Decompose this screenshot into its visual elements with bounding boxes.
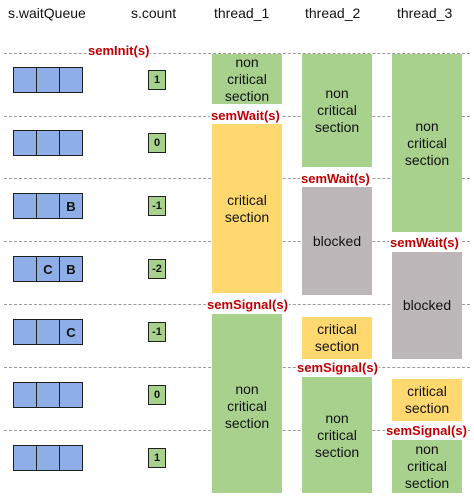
thread-2-sem-signal-label: semSignal(s) — [296, 360, 379, 376]
thread-3-header: thread_3 — [397, 5, 453, 21]
wait-queue-state — [13, 382, 83, 408]
block-label: non critical section — [314, 85, 360, 135]
sem-init-label: semInit(s) — [87, 43, 151, 59]
wait-queue-state — [13, 130, 83, 156]
queue-slot — [60, 383, 82, 407]
queue-slot — [14, 257, 37, 281]
block-label: non critical section — [224, 53, 270, 104]
queue-slot: C — [37, 257, 60, 281]
thread-2-blocked: blocked — [302, 187, 372, 295]
queue-slot — [60, 131, 82, 155]
wait-queue-state: C — [13, 319, 83, 345]
count-value: 0 — [148, 133, 166, 153]
queue-slot — [60, 68, 82, 92]
queue-slot — [14, 383, 37, 407]
timeline-divider — [4, 53, 470, 54]
queue-slot — [14, 68, 37, 92]
thread-3-noncritical-section-end: non critical section — [392, 440, 462, 493]
thread-3-blocked: blocked — [392, 252, 462, 359]
thread-3-sem-signal-label: semSignal(s) — [385, 423, 468, 439]
block-label: non critical section — [404, 117, 450, 168]
queue-slot — [14, 131, 37, 155]
count-value: -1 — [148, 322, 166, 342]
wait-queue-state — [13, 445, 83, 471]
thread-1-noncritical-section-end: non critical section — [212, 314, 282, 493]
queue-slot: B — [60, 257, 82, 281]
queue-slot — [14, 320, 37, 344]
queue-slot — [37, 68, 60, 92]
queue-slot — [37, 194, 60, 218]
block-label: critical section — [224, 191, 270, 225]
queue-slot: B — [60, 194, 82, 218]
queue-slot — [60, 446, 82, 470]
block-label: non critical section — [404, 441, 450, 491]
queue-slot — [14, 446, 37, 470]
thread-1-critical-section: critical section — [212, 124, 282, 293]
thread-3-sem-wait-label: semWait(s) — [389, 235, 460, 251]
thread-2-noncritical-section-end: non critical section — [302, 377, 372, 493]
queue-header: s.waitQueue — [8, 5, 86, 21]
count-value: 0 — [148, 385, 166, 405]
thread-2-header: thread_2 — [305, 5, 361, 21]
queue-slot — [37, 446, 60, 470]
wait-queue-state — [13, 67, 83, 93]
wait-queue-state: B — [13, 193, 83, 219]
thread-1-noncritical-section: non critical section — [212, 54, 282, 104]
queue-slot — [14, 194, 37, 218]
count-value: -2 — [148, 259, 166, 279]
block-label: critical section — [314, 321, 360, 354]
thread-2-noncritical-section: non critical section — [302, 54, 372, 167]
thread-1-sem-wait-label: semWait(s) — [210, 108, 281, 124]
block-label: blocked — [402, 297, 452, 313]
count-value: -1 — [148, 196, 166, 216]
count-value: 1 — [148, 70, 166, 90]
thread-2-sem-wait-label: semWait(s) — [300, 171, 371, 187]
queue-slot: C — [60, 320, 82, 344]
block-label: critical section — [404, 383, 450, 416]
queue-slot — [37, 131, 60, 155]
thread-2-critical-section: critical section — [302, 317, 372, 359]
count-value: 1 — [148, 448, 166, 468]
thread-1-sem-signal-label: semSignal(s) — [206, 297, 289, 313]
queue-slot — [37, 383, 60, 407]
thread-3-critical-section: critical section — [392, 379, 462, 421]
block-label: blocked — [312, 232, 362, 249]
wait-queue-state: C B — [13, 256, 83, 282]
count-header: s.count — [131, 5, 177, 21]
queue-slot — [37, 320, 60, 344]
block-label: non critical section — [314, 409, 360, 460]
thread-1-header: thread_1 — [214, 5, 270, 21]
block-label: non critical section — [224, 381, 270, 431]
thread-3-noncritical-section: non critical section — [392, 54, 462, 232]
